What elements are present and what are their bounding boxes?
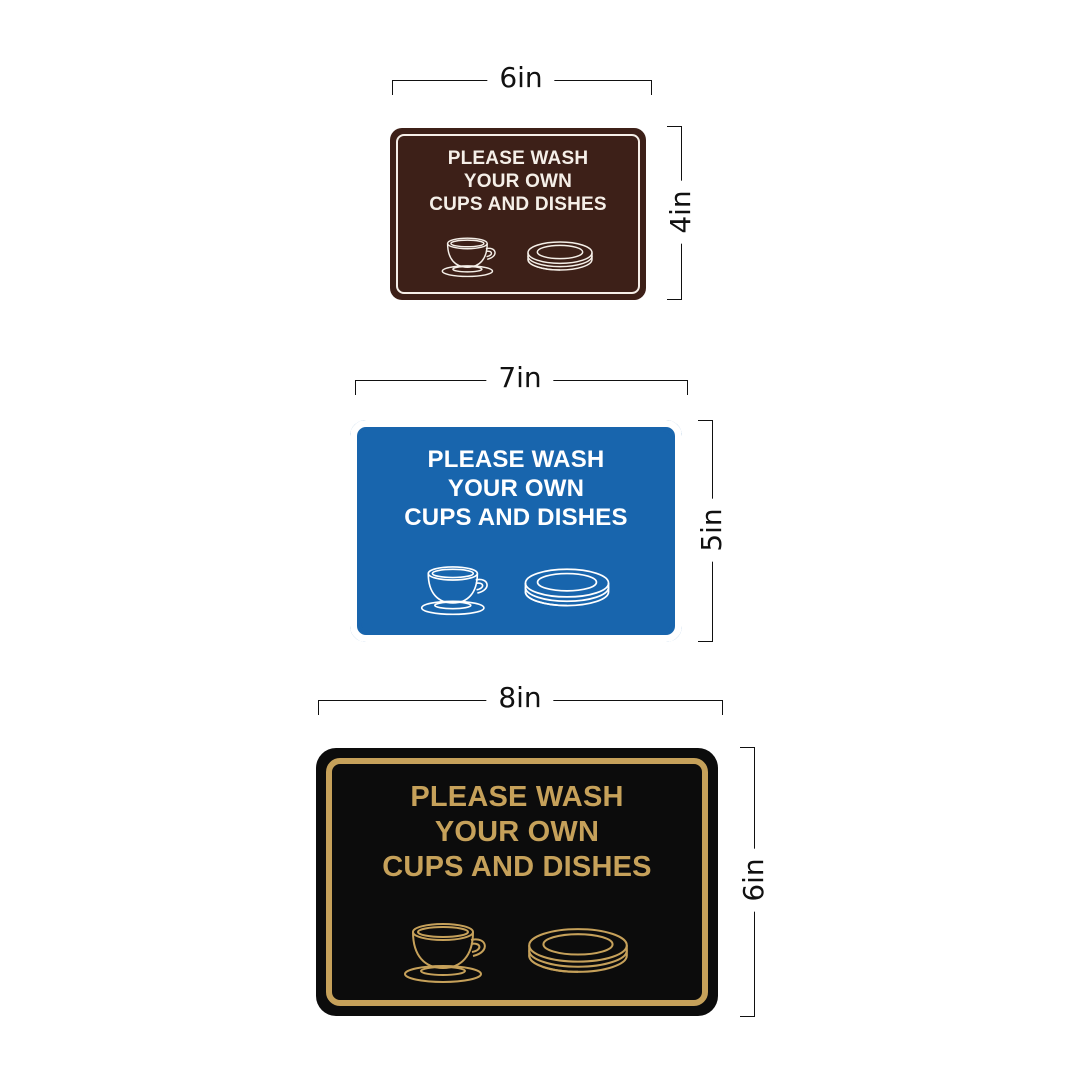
height-label-medium: 5in bbox=[695, 498, 728, 562]
height-label-small: 4in bbox=[664, 180, 697, 244]
sign-black-gold: PLEASE WASH YOUR OWN CUPS AND DISHES bbox=[316, 748, 718, 1016]
sign-brown-message: PLEASE WASH YOUR OWN CUPS AND DISHES bbox=[390, 148, 646, 216]
sign-blue-line-1: PLEASE WASH bbox=[427, 446, 605, 473]
sign-blue-message: PLEASE WASH YOUR OWN CUPS AND DISHES bbox=[350, 446, 682, 532]
width-label-small: 6in bbox=[487, 64, 555, 92]
sign-black-gold-line-2: YOUR OWN bbox=[434, 815, 600, 848]
sign-brown-line-3: CUPS AND DISHES bbox=[429, 193, 607, 215]
plates-icon bbox=[524, 568, 609, 607]
sign-blue-line-3: CUPS AND DISHES bbox=[404, 503, 628, 531]
sign-brown-line-2: YOUR OWN bbox=[463, 170, 573, 192]
sign-black-gold-line-1: PLEASE WASH bbox=[410, 781, 624, 813]
sign-brown: PLEASE WASH YOUR OWN CUPS AND DISHES bbox=[390, 128, 646, 300]
sign-black-gold-line-3: CUPS AND DISHES bbox=[382, 850, 652, 883]
plates-icon bbox=[526, 241, 593, 271]
teacup-icon bbox=[421, 566, 489, 616]
plates-icon bbox=[527, 928, 628, 973]
sign-brown-line-1: PLEASE WASH bbox=[447, 148, 589, 169]
sign-black-gold-message: PLEASE WASH YOUR OWN CUPS AND DISHES bbox=[316, 780, 718, 884]
sign-blue-line-2: YOUR OWN bbox=[447, 474, 585, 502]
teacup-icon bbox=[442, 237, 497, 278]
width-label-medium: 7in bbox=[486, 364, 554, 392]
height-label-large: 6in bbox=[737, 848, 770, 912]
teacup-icon bbox=[404, 923, 487, 983]
width-label-large: 8in bbox=[486, 684, 554, 712]
sign-blue: PLEASE WASH YOUR OWN CUPS AND DISHES bbox=[350, 420, 682, 642]
